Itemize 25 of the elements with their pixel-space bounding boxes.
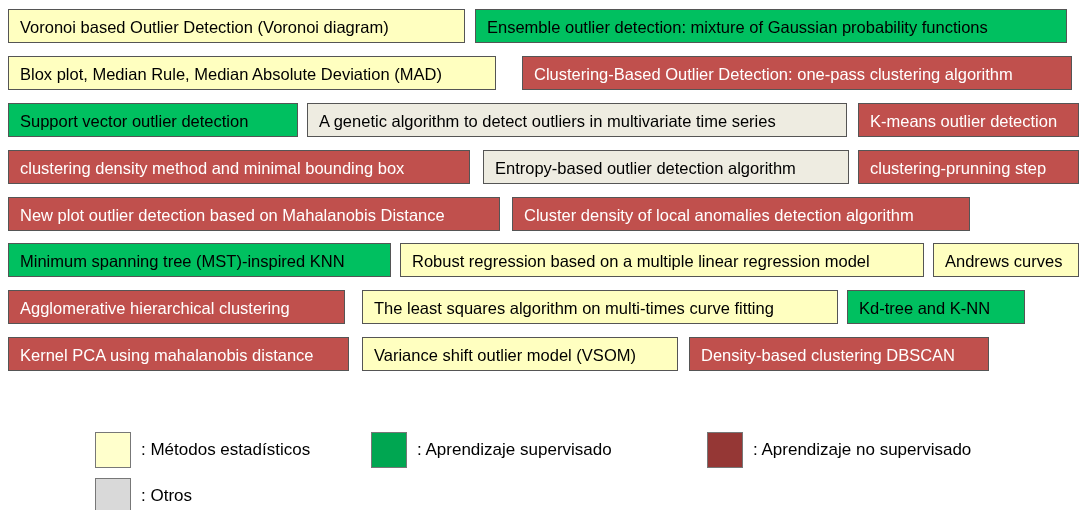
method-box: Robust regression based on a multiple linear regression model bbox=[400, 243, 924, 277]
method-box: Cluster density of local anomalies detection algorithm bbox=[512, 197, 970, 231]
method-box: K-means outlier detection bbox=[858, 103, 1079, 137]
method-box: Variance shift outlier model (VSOM) bbox=[362, 337, 678, 371]
method-box: Density-based clustering DBSCAN bbox=[689, 337, 989, 371]
method-box: Kernel PCA using mahalanobis distance bbox=[8, 337, 349, 371]
legend-label: : Aprendizaje supervisado bbox=[417, 439, 612, 461]
method-box: Blox plot, Median Rule, Median Absolute Deviation (MAD) bbox=[8, 56, 496, 90]
method-box: clustering-prunning step bbox=[858, 150, 1079, 184]
method-box: Andrews curves bbox=[933, 243, 1079, 277]
method-box: A genetic algorithm to detect outliers in multivariate time series bbox=[307, 103, 847, 137]
method-box: Voronoi based Outlier Detection (Voronoi diagram) bbox=[8, 9, 465, 43]
method-box: The least squares algorithm on multi-times curve fitting bbox=[362, 290, 838, 324]
method-box: Support vector outlier detection bbox=[8, 103, 298, 137]
method-box: New plot outlier detection based on Mahalanobis Distance bbox=[8, 197, 500, 231]
legend-label: : Otros bbox=[141, 485, 192, 507]
method-box: Entropy-based outlier detection algorithm bbox=[483, 150, 849, 184]
method-box: clustering density method and minimal bounding box bbox=[8, 150, 470, 184]
legend-label: : Métodos estadísticos bbox=[141, 439, 311, 461]
method-box: Agglomerative hierarchical clustering bbox=[8, 290, 345, 324]
legend-label: : Aprendizaje no supervisado bbox=[753, 439, 972, 461]
method-box: Clustering-Based Outlier Detection: one-pass clustering algorithm bbox=[522, 56, 1072, 90]
method-box: Ensemble outlier detection: mixture of Gaussian probability functions bbox=[475, 9, 1067, 43]
method-box: Minimum spanning tree (MST)-inspired KNN bbox=[8, 243, 391, 277]
method-box: Kd-tree and K-NN bbox=[847, 290, 1025, 324]
